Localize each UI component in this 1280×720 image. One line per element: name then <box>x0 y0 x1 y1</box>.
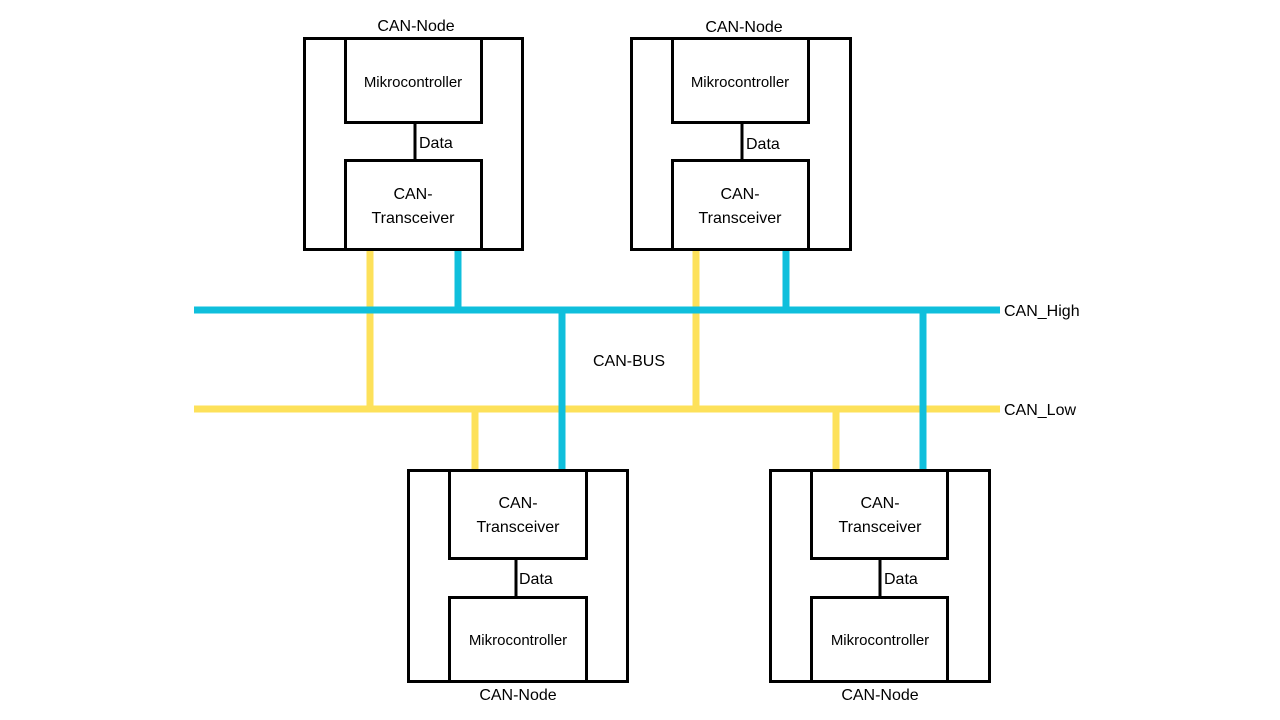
microcontroller-label: Mikrocontroller <box>364 74 462 91</box>
transceiver-box <box>448 469 588 560</box>
can-high-wiring <box>194 250 1000 470</box>
microcontroller-box <box>671 37 810 124</box>
microcontroller-box <box>344 37 483 124</box>
node-title: CAN-Node <box>479 687 556 704</box>
microcontroller-label: Mikrocontroller <box>831 632 929 649</box>
transceiver-box <box>344 159 483 251</box>
transceiver-label-line2: Transceiver <box>372 210 456 227</box>
microcontroller-box <box>810 596 949 683</box>
data-label: Data <box>419 135 453 152</box>
transceiver-label-line2: Transceiver <box>699 210 783 227</box>
transceiver-label-line2: Transceiver <box>477 519 561 536</box>
node-title: CAN-Node <box>377 18 454 35</box>
can-node-3: CAN- Transceiver Data Mikrocontroller CA… <box>407 469 629 704</box>
node-title: CAN-Node <box>705 19 782 36</box>
transceiver-label-line2: Transceiver <box>839 519 923 536</box>
microcontroller-box <box>448 596 588 683</box>
transceiver-box <box>810 469 949 560</box>
transceiver-label-line1: CAN- <box>393 186 432 203</box>
transceiver-box <box>671 159 810 251</box>
data-label: Data <box>884 571 918 588</box>
transceiver-label-line1: CAN- <box>498 495 537 512</box>
node-title: CAN-Node <box>841 687 918 704</box>
transceiver-label-line1: CAN- <box>720 186 759 203</box>
data-label: Data <box>746 136 780 153</box>
microcontroller-label: Mikrocontroller <box>691 74 789 91</box>
can-bus-label: CAN-BUS <box>593 353 665 370</box>
data-label: Data <box>519 571 553 588</box>
can-low-label: CAN_Low <box>1004 402 1076 419</box>
can-node-4: CAN- Transceiver Data Mikrocontroller CA… <box>769 469 991 704</box>
microcontroller-label: Mikrocontroller <box>469 632 567 649</box>
can-node-2: CAN-Node Mikrocontroller Data CAN- Trans… <box>630 19 852 251</box>
can-low-wiring <box>194 250 1000 470</box>
can-high-label: CAN_High <box>1004 303 1080 320</box>
can-node-1: CAN-Node Mikrocontroller Data CAN- Trans… <box>303 18 524 251</box>
transceiver-label-line1: CAN- <box>860 495 899 512</box>
